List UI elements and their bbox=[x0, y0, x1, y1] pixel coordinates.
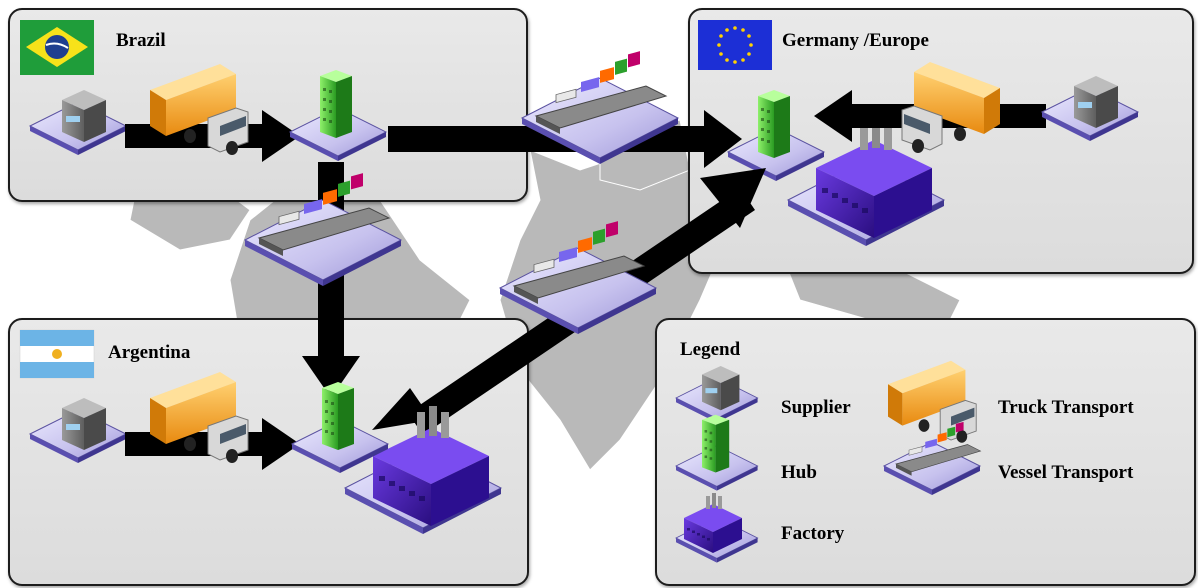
legend-label-truck: Truck Transport bbox=[998, 397, 1134, 418]
hub-icon bbox=[727, 90, 825, 182]
legend-label-hub: Hub bbox=[781, 462, 817, 483]
supplier-icon bbox=[675, 366, 759, 424]
hub-icon bbox=[289, 70, 387, 162]
legend-label-supplier: Supplier bbox=[781, 397, 851, 418]
region-label-germany: Germany /Europe bbox=[782, 30, 929, 51]
truck-icon bbox=[902, 62, 1000, 153]
factory-icon bbox=[344, 406, 502, 535]
legend-title: Legend bbox=[680, 339, 741, 360]
region-label-brazil: Brazil bbox=[116, 30, 166, 51]
brazil-flag bbox=[20, 20, 94, 75]
eu-flag bbox=[698, 20, 772, 70]
legend-label-vessel: Vessel Transport bbox=[998, 462, 1134, 483]
supplier-icon bbox=[1041, 76, 1139, 142]
vessel-icon bbox=[499, 220, 657, 335]
argentina-flag bbox=[19, 329, 95, 379]
region-label-argentina: Argentina bbox=[108, 342, 191, 363]
supplier-icon bbox=[29, 398, 127, 464]
legend-label-factory: Factory bbox=[781, 523, 845, 544]
factory-icon bbox=[675, 493, 759, 564]
hub-icon bbox=[675, 414, 759, 492]
supplier-icon bbox=[29, 90, 127, 156]
